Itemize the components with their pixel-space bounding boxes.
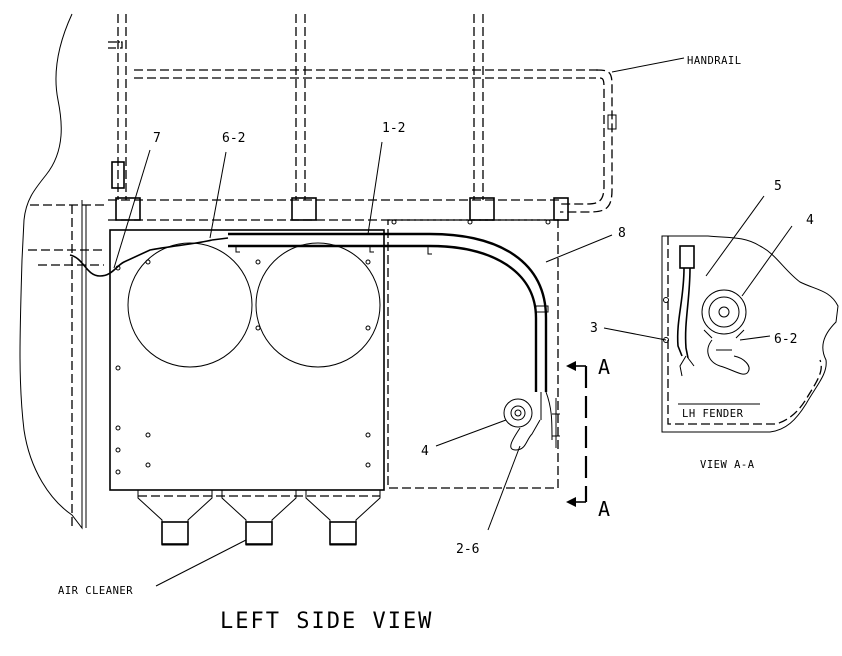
air-cleaner-housing — [109, 219, 559, 546]
handrail — [108, 14, 617, 221]
callout-item-1-2: 1-2 — [382, 121, 405, 136]
section-label-bottom: A — [598, 497, 610, 521]
callout-item-4-detail: 4 — [806, 213, 814, 228]
precleaner-bowls — [137, 490, 381, 546]
main-view-title: LEFT SIDE VIEW — [220, 609, 433, 634]
callout-item-2-6: 2-6 — [456, 542, 479, 557]
callout-item-8: 8 — [618, 226, 626, 241]
harness-clips — [235, 246, 549, 313]
callout-item-6-2: 6-2 — [222, 131, 245, 146]
callout-item-6-2-detail: 6-2 — [774, 332, 797, 347]
callout-item-4: 4 — [421, 444, 429, 459]
leader-lines — [113, 57, 685, 587]
lh-fender-label: LH FENDER — [682, 408, 744, 420]
detail-view-title: VIEW A-A — [700, 459, 755, 471]
wiring-harness — [69, 232, 560, 451]
section-marker: A A — [566, 355, 610, 521]
callout-air-cleaner: AIR CLEANER — [58, 585, 133, 597]
callout-item-7: 7 — [153, 131, 161, 146]
callout-item-5: 5 — [774, 179, 782, 194]
cab-outline — [19, 13, 104, 530]
section-label-top: A — [598, 355, 610, 379]
callout-item-3: 3 — [590, 321, 598, 336]
bolt-holes — [115, 219, 551, 475]
detail-view-a-a: 5 4 3 6-2 LH FENDER — [590, 179, 839, 433]
callout-handrail: HANDRAIL — [687, 55, 742, 67]
